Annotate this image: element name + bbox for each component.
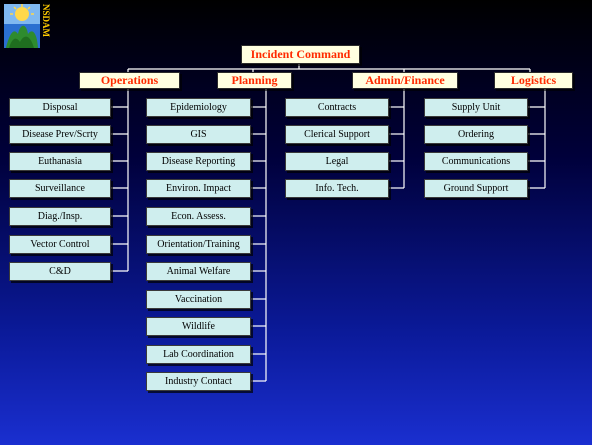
ops-item-diag-insp: Diag./Insp. <box>9 207 111 226</box>
logo-text: NSDAM <box>41 4 51 37</box>
log-item-communications: Communications <box>424 152 528 171</box>
ops-item-disease-prev: Disease Prev/Scrty <box>9 125 111 144</box>
plan-item-industry-contact: Industry Contact <box>146 372 251 391</box>
plan-item-econ-assess: Econ. Assess. <box>146 207 251 226</box>
log-item-ground-support: Ground Support <box>424 179 528 198</box>
plan-item-environ-impact: Environ. Impact <box>146 179 251 198</box>
operations-header: Operations <box>79 72 180 89</box>
plan-item-gis: GIS <box>146 125 251 144</box>
planning-header: Planning <box>217 72 292 89</box>
plan-item-lab-coordination: Lab Coordination <box>146 345 251 364</box>
ops-item-vector-control: Vector Control <box>9 235 111 254</box>
incident-command-box: Incident Command <box>241 45 360 64</box>
admin-item-contracts: Contracts <box>285 98 389 117</box>
log-item-ordering: Ordering <box>424 125 528 144</box>
admin-item-clerical-support: Clerical Support <box>285 125 389 144</box>
logistics-header: Logistics <box>494 72 573 89</box>
admin-item-info-tech: Info. Tech. <box>285 179 389 198</box>
ops-item-euthanasia: Euthanasia <box>9 152 111 171</box>
plan-item-animal-welfare: Animal Welfare <box>146 262 251 281</box>
plan-item-vaccination: Vaccination <box>146 290 251 309</box>
admin-finance-header: Admin/Finance <box>352 72 458 89</box>
plan-item-wildlife: Wildlife <box>146 317 251 336</box>
plan-item-epidemiology: Epidemiology <box>146 98 251 117</box>
ops-item-c-and-d: C&D <box>9 262 111 281</box>
plan-item-orientation-training: Orientation/Training <box>146 235 251 254</box>
ops-item-disposal: Disposal <box>9 98 111 117</box>
plan-item-disease-reporting: Disease Reporting <box>146 152 251 171</box>
ops-item-surveillance: Surveillance <box>9 179 111 198</box>
nsdam-logo-icon <box>4 4 40 48</box>
log-item-supply-unit: Supply Unit <box>424 98 528 117</box>
admin-item-legal: Legal <box>285 152 389 171</box>
